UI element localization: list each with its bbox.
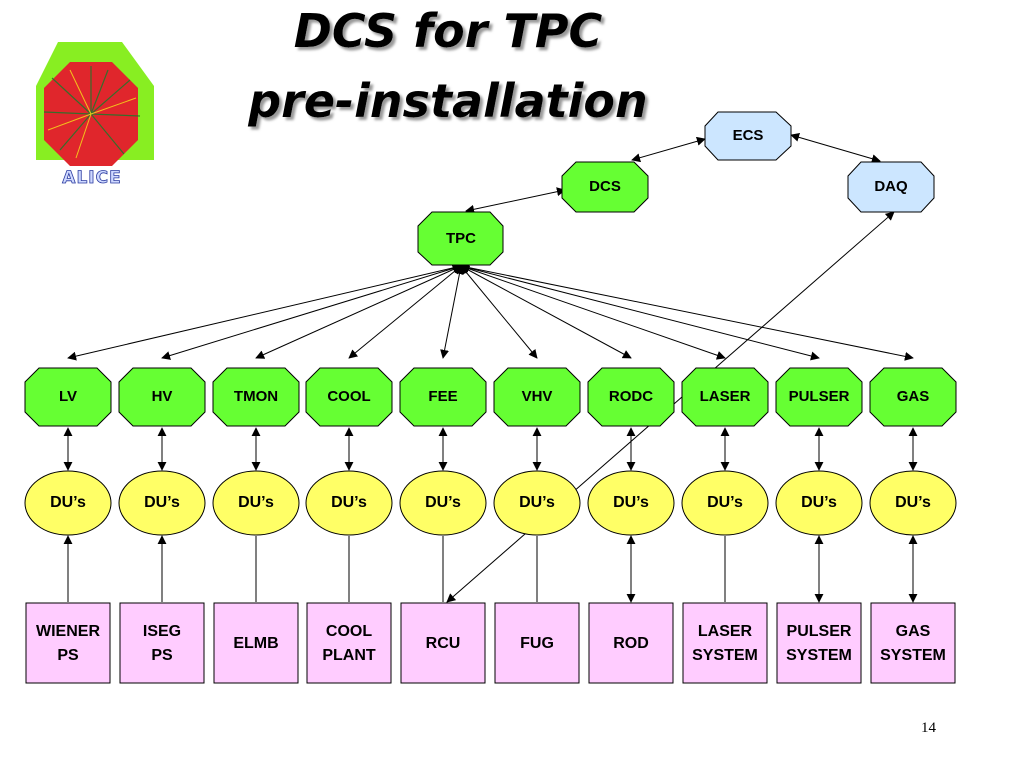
- device-unit-lv: DU’s: [24, 470, 112, 536]
- device-unit-pulser: DU’s: [775, 470, 863, 536]
- title-line-2: pre-installation: [247, 74, 648, 128]
- subsystem-node-tmon: TMON: [212, 367, 300, 427]
- device-box-pulser-system: PULSER SYSTEM: [776, 602, 862, 684]
- device-label-line2: PS: [57, 647, 79, 664]
- connector-tpc-fee: [440, 265, 464, 359]
- device-unit-vhv: DU’s: [493, 470, 581, 536]
- subsystem-node-vhv: VHV: [493, 367, 581, 427]
- device-unit-label: DU’s: [238, 494, 274, 511]
- ecs-node: ECS: [704, 111, 792, 161]
- device-unit-laser: DU’s: [681, 470, 769, 536]
- device-row: WIENER PS ISEG PS ELMB COOL PLANT RCU FU…: [25, 602, 956, 684]
- tpc-label: TPC: [446, 230, 476, 247]
- device-unit-cool: DU’s: [305, 470, 393, 536]
- page-number: 14: [921, 720, 937, 736]
- device-box-fug: FUG: [494, 602, 580, 684]
- connector-tpc-pulser: [460, 263, 820, 361]
- subsystem-node-hv: HV: [118, 367, 206, 427]
- device-label-line2: PS: [151, 647, 173, 664]
- connector-tpc-cool: [348, 265, 462, 359]
- device-unit-label: DU’s: [613, 494, 649, 511]
- device-label-line2: SYSTEM: [692, 647, 758, 664]
- daq-node: DAQ: [847, 161, 935, 213]
- subsystem-node-laser: LASER: [681, 367, 769, 427]
- device-label-line2: SYSTEM: [786, 647, 852, 664]
- subsystem-node-rodc: RODC: [587, 367, 675, 427]
- connector-tpc-rodc: [460, 265, 632, 359]
- device-unit-gas: DU’s: [869, 470, 957, 536]
- device-unit-label: DU’s: [707, 494, 743, 511]
- device-unit-label: DU’s: [331, 494, 367, 511]
- device-label-line1: RCU: [426, 635, 461, 652]
- device-unit-tmon: DU’s: [212, 470, 300, 536]
- device-box-rcu: RCU: [400, 602, 486, 684]
- device-label-line1: LASER: [698, 623, 753, 640]
- connectors: [63, 132, 918, 603]
- subsystem-label-gas: GAS: [897, 388, 930, 405]
- device-label-line1: PULSER: [787, 623, 852, 640]
- connector-dcs-tpc: [465, 187, 566, 214]
- daq-label: DAQ: [874, 178, 908, 195]
- device-box-gas-system: GAS SYSTEM: [870, 602, 956, 684]
- device-label-line1: FUG: [520, 635, 554, 652]
- connector-tpc-lv: [67, 263, 462, 361]
- device-unit-label: DU’s: [425, 494, 461, 511]
- connector-ecs-dcs: [631, 136, 706, 163]
- connector-tpc-vhv: [460, 265, 538, 359]
- device-unit-label: DU’s: [895, 494, 931, 511]
- device-label-line1: GAS: [896, 623, 931, 640]
- device-unit-rodc: DU’s: [587, 470, 675, 536]
- tpc-node: TPC: [417, 211, 504, 266]
- subsystem-node-cool: COOL: [305, 367, 393, 427]
- subsystem-label-lv: LV: [59, 388, 77, 405]
- subsystem-node-fee: FEE: [399, 367, 487, 427]
- dcs-label: DCS: [589, 178, 621, 195]
- device-unit-label: DU’s: [50, 494, 86, 511]
- alice-logo: ALICE: [36, 42, 154, 188]
- device-box-laser-system: LASER SYSTEM: [682, 602, 768, 684]
- alice-logo-text: ALICE: [62, 168, 121, 188]
- device-label-line1: ROD: [613, 635, 649, 652]
- device-unit-row: DU’s DU’s DU’s DU’s DU’s DU’s DU’s DU’s …: [24, 470, 957, 536]
- device-label-line2: PLANT: [322, 647, 376, 664]
- subsystem-row: LV HV TMON COOL FEE VHV RODC LASER PULSE…: [24, 367, 957, 427]
- device-box-rod: ROD: [588, 602, 674, 684]
- title-line-1: DCS for TPC: [294, 4, 603, 58]
- device-unit-label: DU’s: [144, 494, 180, 511]
- subsystem-label-vhv: VHV: [522, 388, 553, 405]
- device-box-cool-plant: COOL PLANT: [306, 602, 392, 684]
- device-unit-fee: DU’s: [399, 470, 487, 536]
- dcs-node: DCS: [561, 161, 649, 213]
- device-unit-label: DU’s: [519, 494, 555, 511]
- connector-tpc-tmon: [255, 265, 462, 359]
- device-unit-label: DU’s: [801, 494, 837, 511]
- subsystem-label-cool: COOL: [327, 388, 370, 405]
- subsystem-label-fee: FEE: [428, 388, 457, 405]
- subsystem-label-tmon: TMON: [234, 388, 278, 405]
- device-box-elmb: ELMB: [213, 602, 299, 684]
- subsystem-label-pulser: PULSER: [789, 388, 850, 405]
- device-box-iseg-ps: ISEG PS: [119, 602, 205, 684]
- device-label-line1: ISEG: [143, 623, 181, 640]
- ecs-label: ECS: [733, 127, 764, 144]
- subsystem-label-laser: LASER: [700, 388, 751, 405]
- device-label-line1: COOL: [326, 623, 372, 640]
- device-box-wiener-ps: WIENER PS: [25, 602, 111, 684]
- connector-ecs-daq: [790, 132, 881, 164]
- subsystem-node-lv: LV: [24, 367, 112, 427]
- subsystem-label-rodc: RODC: [609, 388, 653, 405]
- subsystem-node-gas: GAS: [869, 367, 957, 427]
- device-label-line1: ELMB: [233, 635, 278, 652]
- subsystem-label-hv: HV: [152, 388, 173, 405]
- subsystem-node-pulser: PULSER: [775, 367, 863, 427]
- device-label-line1: WIENER: [36, 623, 100, 640]
- device-label-line2: SYSTEM: [880, 647, 946, 664]
- device-unit-hv: DU’s: [118, 470, 206, 536]
- connector-tpc-hv: [161, 264, 462, 360]
- connector-tpc-gas: [460, 263, 914, 361]
